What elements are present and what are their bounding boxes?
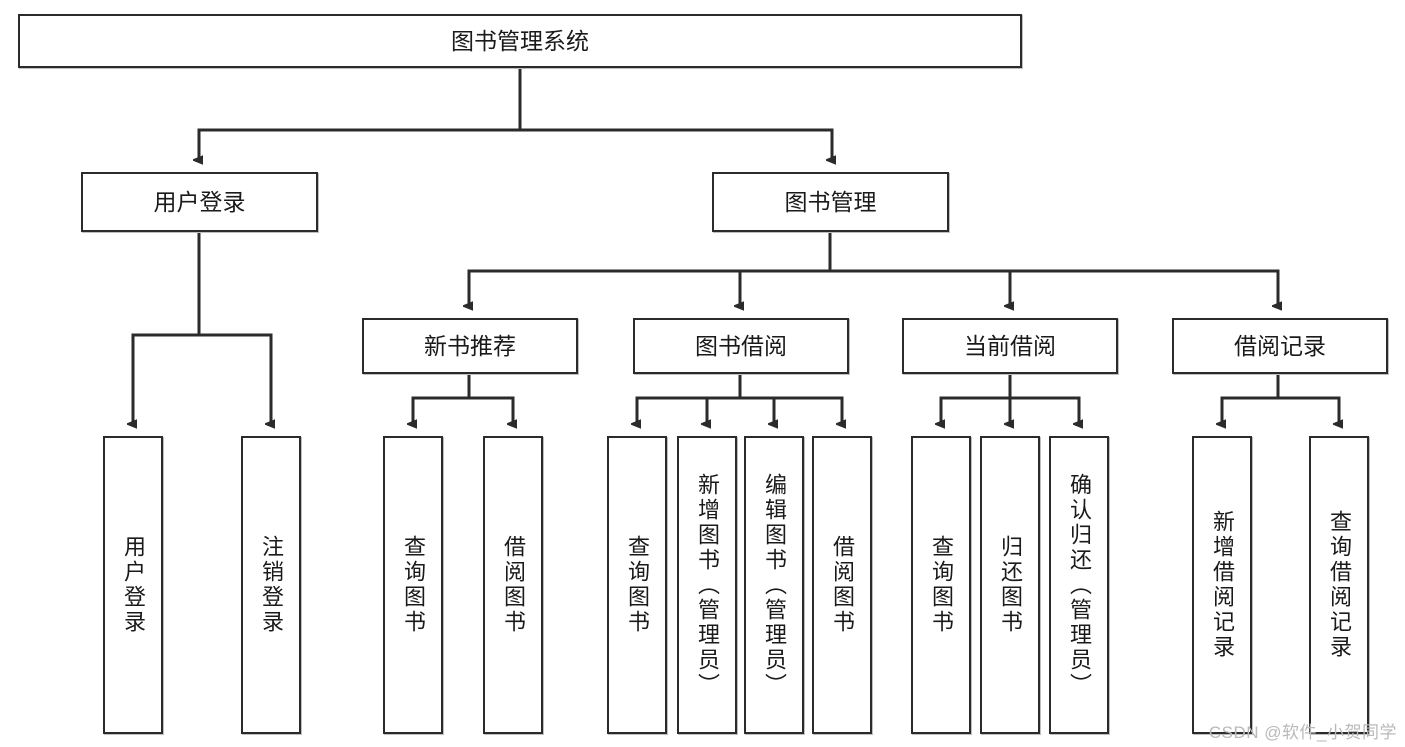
node-leaf-query-book-recommend[interactable]: 查询图书 <box>383 436 443 734</box>
watermark-text: CSDN @软件_小贺同学 <box>1208 723 1397 742</box>
node-leaf-confirm-return-admin[interactable]: 确认归还（管理员） <box>1049 436 1109 734</box>
node-label: 注销登录 <box>259 535 284 635</box>
node-current-borrow[interactable]: 当前借阅 <box>902 318 1118 374</box>
node-label: 查询图书 <box>401 535 426 635</box>
node-label: 查询图书 <box>625 535 650 635</box>
node-label: 图书借阅 <box>695 332 787 359</box>
node-label: 查询借阅记录 <box>1327 510 1352 660</box>
node-label: 图书管理 <box>784 188 877 215</box>
node-book-borrow[interactable]: 图书借阅 <box>633 318 849 374</box>
node-label: 新书推荐 <box>424 332 516 359</box>
node-leaf-return-book[interactable]: 归还图书 <box>980 436 1040 734</box>
node-label: 借阅记录 <box>1234 332 1326 359</box>
node-label: 用户登录 <box>121 535 146 635</box>
node-leaf-borrow-book[interactable]: 借阅图书 <box>812 436 872 734</box>
node-leaf-logout-login[interactable]: 注销登录 <box>241 436 301 734</box>
node-user-login[interactable]: 用户登录 <box>81 172 318 232</box>
node-new-book-recommend[interactable]: 新书推荐 <box>362 318 578 374</box>
node-leaf-add-borrow-record[interactable]: 新增借阅记录 <box>1192 436 1252 734</box>
node-leaf-borrow-book-recommend[interactable]: 借阅图书 <box>483 436 543 734</box>
node-label: 查询图书 <box>929 535 954 635</box>
node-leaf-query-book-borrow[interactable]: 查询图书 <box>607 436 667 734</box>
node-leaf-edit-book-admin[interactable]: 编辑图书（管理员） <box>744 436 804 734</box>
node-leaf-add-book-admin[interactable]: 新增图书（管理员） <box>677 436 737 734</box>
node-label: 编辑图书（管理员） <box>762 472 787 698</box>
node-label: 新增借阅记录 <box>1210 510 1235 660</box>
node-label: 当前借阅 <box>964 332 1056 359</box>
node-label: 图书管理系统 <box>451 27 589 54</box>
node-label: 归还图书 <box>998 535 1023 635</box>
node-label: 确认归还（管理员） <box>1067 472 1092 698</box>
node-label: 借阅图书 <box>830 535 855 635</box>
node-leaf-query-book-current[interactable]: 查询图书 <box>911 436 971 734</box>
node-borrow-record[interactable]: 借阅记录 <box>1172 318 1388 374</box>
node-leaf-user-login[interactable]: 用户登录 <box>103 436 163 734</box>
node-label: 新增图书（管理员） <box>695 472 720 698</box>
node-label: 借阅图书 <box>501 535 526 635</box>
node-book-management[interactable]: 图书管理 <box>712 172 949 232</box>
node-label: 用户登录 <box>153 188 246 215</box>
node-leaf-query-borrow-record[interactable]: 查询借阅记录 <box>1309 436 1369 734</box>
node-root-system[interactable]: 图书管理系统 <box>18 14 1022 68</box>
